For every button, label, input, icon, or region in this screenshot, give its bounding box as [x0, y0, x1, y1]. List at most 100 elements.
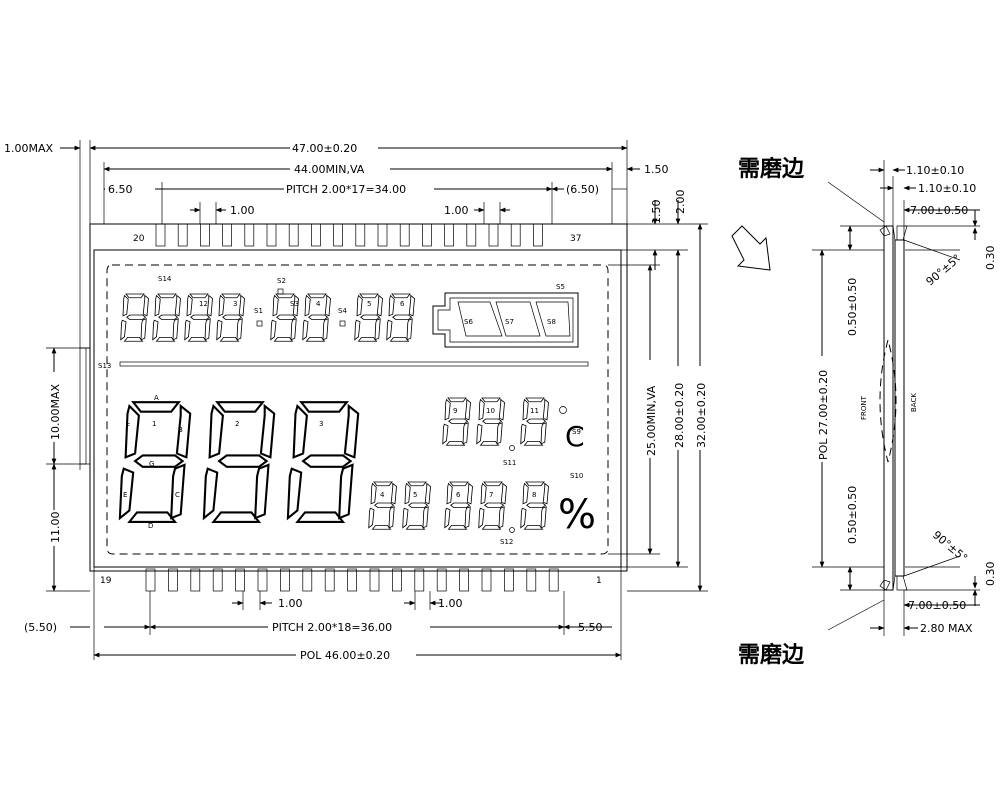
note-top: 需磨边 [738, 157, 805, 182]
bottom-dimensions: 1.00 1.00 PITCH 2.00*18=36.00 (5.50) 5.5… [24, 567, 622, 662]
dim-bg-side-pol [815, 356, 829, 462]
label-d10: 10 [486, 407, 495, 415]
bottom-pins [145, 568, 559, 592]
label-d4: 4 [380, 491, 385, 499]
dim-angle-top: 90°±5° [924, 252, 964, 288]
dim-outline-height: 32.00±0.20 [695, 383, 708, 448]
label-s5: S5 [556, 283, 565, 291]
top-pin [333, 223, 343, 247]
dim-bg-pitch [284, 182, 434, 196]
dim-pol-height: 28.00±0.20 [673, 383, 686, 448]
label-t4: 4 [316, 300, 321, 308]
label-seg-g: G [149, 460, 154, 468]
label-d5: 5 [413, 491, 417, 499]
dim-bg-pol-width [296, 648, 416, 662]
label-s2: S2 [277, 277, 286, 285]
dim-t700: 7.00±0.50 [910, 204, 968, 217]
label-d6: 6 [456, 491, 461, 499]
dot-s11 [509, 445, 515, 451]
dim-bg-bottom-pitch [268, 620, 430, 634]
label-seg-c: C [175, 491, 180, 499]
front-glass [883, 225, 894, 591]
s13-bar [119, 361, 589, 367]
label-d3: 3 [319, 420, 323, 428]
label-s9: S9 [572, 428, 581, 436]
dim-right-offset-paren: (6.50) [566, 183, 599, 196]
hum-digit-5 [402, 481, 431, 530]
bottom-pin [392, 568, 402, 592]
bottom-pin [190, 568, 201, 592]
label-s12: S12 [500, 538, 513, 546]
dim-va-height: 25.00MIN,VA [645, 385, 658, 456]
top-pin [155, 223, 166, 247]
dim-b280: 2.80 MAX [920, 622, 973, 635]
note-bottom: 需磨边 [738, 643, 805, 668]
dim-left-1100: 11.00 [49, 512, 62, 544]
dim-v050-top: 0.50±0.50 [846, 278, 859, 336]
pin-label-bottom-right: 1 [596, 576, 602, 586]
label-t5: 5 [367, 300, 371, 308]
pin-top-clip [879, 225, 891, 237]
label-seg-e: E [123, 491, 127, 499]
dim-bottom-right-offset: 5.50 [578, 621, 603, 634]
label-seg-a: A [154, 394, 159, 402]
digit-top-1 [120, 293, 150, 342]
top-pin [355, 223, 366, 247]
dim-top-pin-width-right: 1.00 [444, 204, 469, 217]
celsius-symbol: C [565, 420, 585, 453]
dim-bottom-pin-width-left: 1.00 [278, 597, 303, 610]
colon-s1 [256, 320, 263, 327]
dim-side-pol: POL 27.00±0.20 [817, 370, 830, 460]
big-digits: A B C D E F G 1 2 3 [118, 394, 360, 530]
viewing-area [106, 264, 609, 555]
colon-s4 [339, 320, 346, 327]
dot-s2 [277, 288, 284, 295]
battery-icon: S6 S7 S8 S5 [432, 283, 579, 348]
bottom-pin [302, 568, 313, 592]
bottom-pin [526, 568, 537, 592]
dot-s12 [509, 527, 515, 533]
top-dimensions: 47.00±0.20 44.00MIN,VA 6.50 PITCH 2.00*1… [4, 140, 669, 470]
label-s11: S11 [503, 459, 516, 467]
dim-bottom-pin-width-right: 1.00 [438, 597, 463, 610]
leader-top [827, 181, 885, 223]
dim-b030: 0.30 [984, 562, 997, 587]
top-pin [200, 223, 210, 247]
dim-bg-va [290, 161, 390, 175]
label-s3: S3 [290, 300, 299, 308]
degree-s9 [559, 406, 567, 414]
digit-top-4 [216, 293, 246, 342]
bottom-pin [436, 568, 447, 592]
side-view: 需磨边 需磨边 FRONT BACK 1.10±0.10 1.10±0.10 7… [731, 157, 997, 668]
label-s7: S7 [505, 318, 514, 326]
pin-label-top-right: 37 [570, 234, 581, 244]
label-d12: 12 [199, 300, 208, 308]
label-s1: S1 [254, 307, 263, 315]
hum-digit-7 [478, 481, 507, 530]
label-d2: 2 [235, 420, 239, 428]
top-pin [444, 223, 454, 247]
bottom-pin [369, 568, 380, 592]
label-s14: S14 [158, 275, 172, 283]
label-t6: 6 [400, 300, 405, 308]
right-dimensions: 2.00 1.50 25.00MIN,VA 28.00±0.20 32.00±0… [608, 190, 708, 592]
dim-bg-outline-height [693, 366, 707, 450]
battery-bar-s6 [457, 301, 503, 337]
label-d11: 11 [530, 407, 539, 415]
back-glass [894, 239, 905, 577]
top-pin [399, 223, 410, 247]
bottom-pin [459, 568, 469, 592]
dim-max-top: 1.00MAX [4, 142, 54, 155]
dim-bg-va-height [643, 360, 657, 458]
dim-bg-outline [290, 140, 378, 154]
temp-digit-9 [442, 397, 471, 446]
bottom-pin [414, 568, 425, 592]
hum-digit-8 [520, 481, 549, 530]
digit-top-2 [152, 293, 182, 342]
hum-digit-4 [368, 481, 397, 530]
label-d7: 7 [489, 491, 493, 499]
pin-label-top-left: 20 [133, 234, 145, 244]
bottom-pin [481, 568, 492, 592]
temp-digit-11 [520, 397, 549, 446]
label-seg-d: D [148, 522, 153, 530]
